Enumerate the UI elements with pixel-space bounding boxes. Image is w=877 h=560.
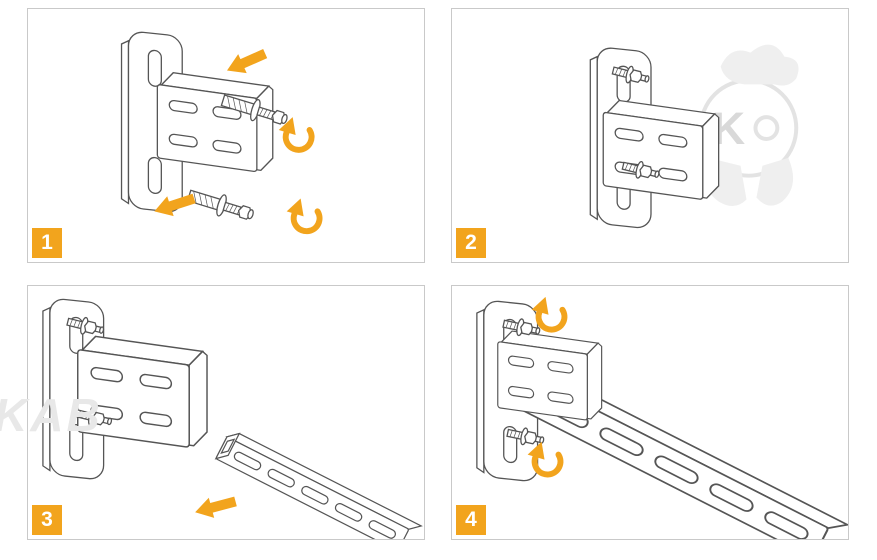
insert-arrow-icon	[222, 44, 270, 81]
step-panel-2: K 2	[451, 8, 849, 263]
step1-illustration	[120, 29, 424, 262]
step-number-badge: 1	[32, 228, 62, 258]
bracket-channel	[77, 333, 208, 451]
anchor-bolt-icon	[185, 184, 257, 227]
cantilever-arm	[215, 428, 422, 539]
bracket-channel	[497, 328, 603, 423]
instruction-grid: 1 K 2 3	[27, 8, 849, 540]
bracket-channel	[602, 97, 720, 203]
step-panel-3: 3	[27, 285, 425, 540]
step-panel-4: 4	[451, 285, 849, 540]
watermark-logo: K	[698, 44, 799, 206]
step-number-badge: 3	[32, 505, 62, 535]
bracket-channel	[156, 69, 274, 175]
step2-illustration: K	[589, 44, 799, 230]
step-number-badge: 2	[456, 228, 486, 258]
step4-illustration	[476, 286, 848, 539]
step-number-badge: 4	[456, 505, 486, 535]
rotate-arrow-icon	[287, 199, 320, 232]
step-panel-1: 1	[27, 8, 425, 263]
step3-illustration	[42, 296, 422, 539]
insert-arrow-icon	[192, 491, 239, 523]
